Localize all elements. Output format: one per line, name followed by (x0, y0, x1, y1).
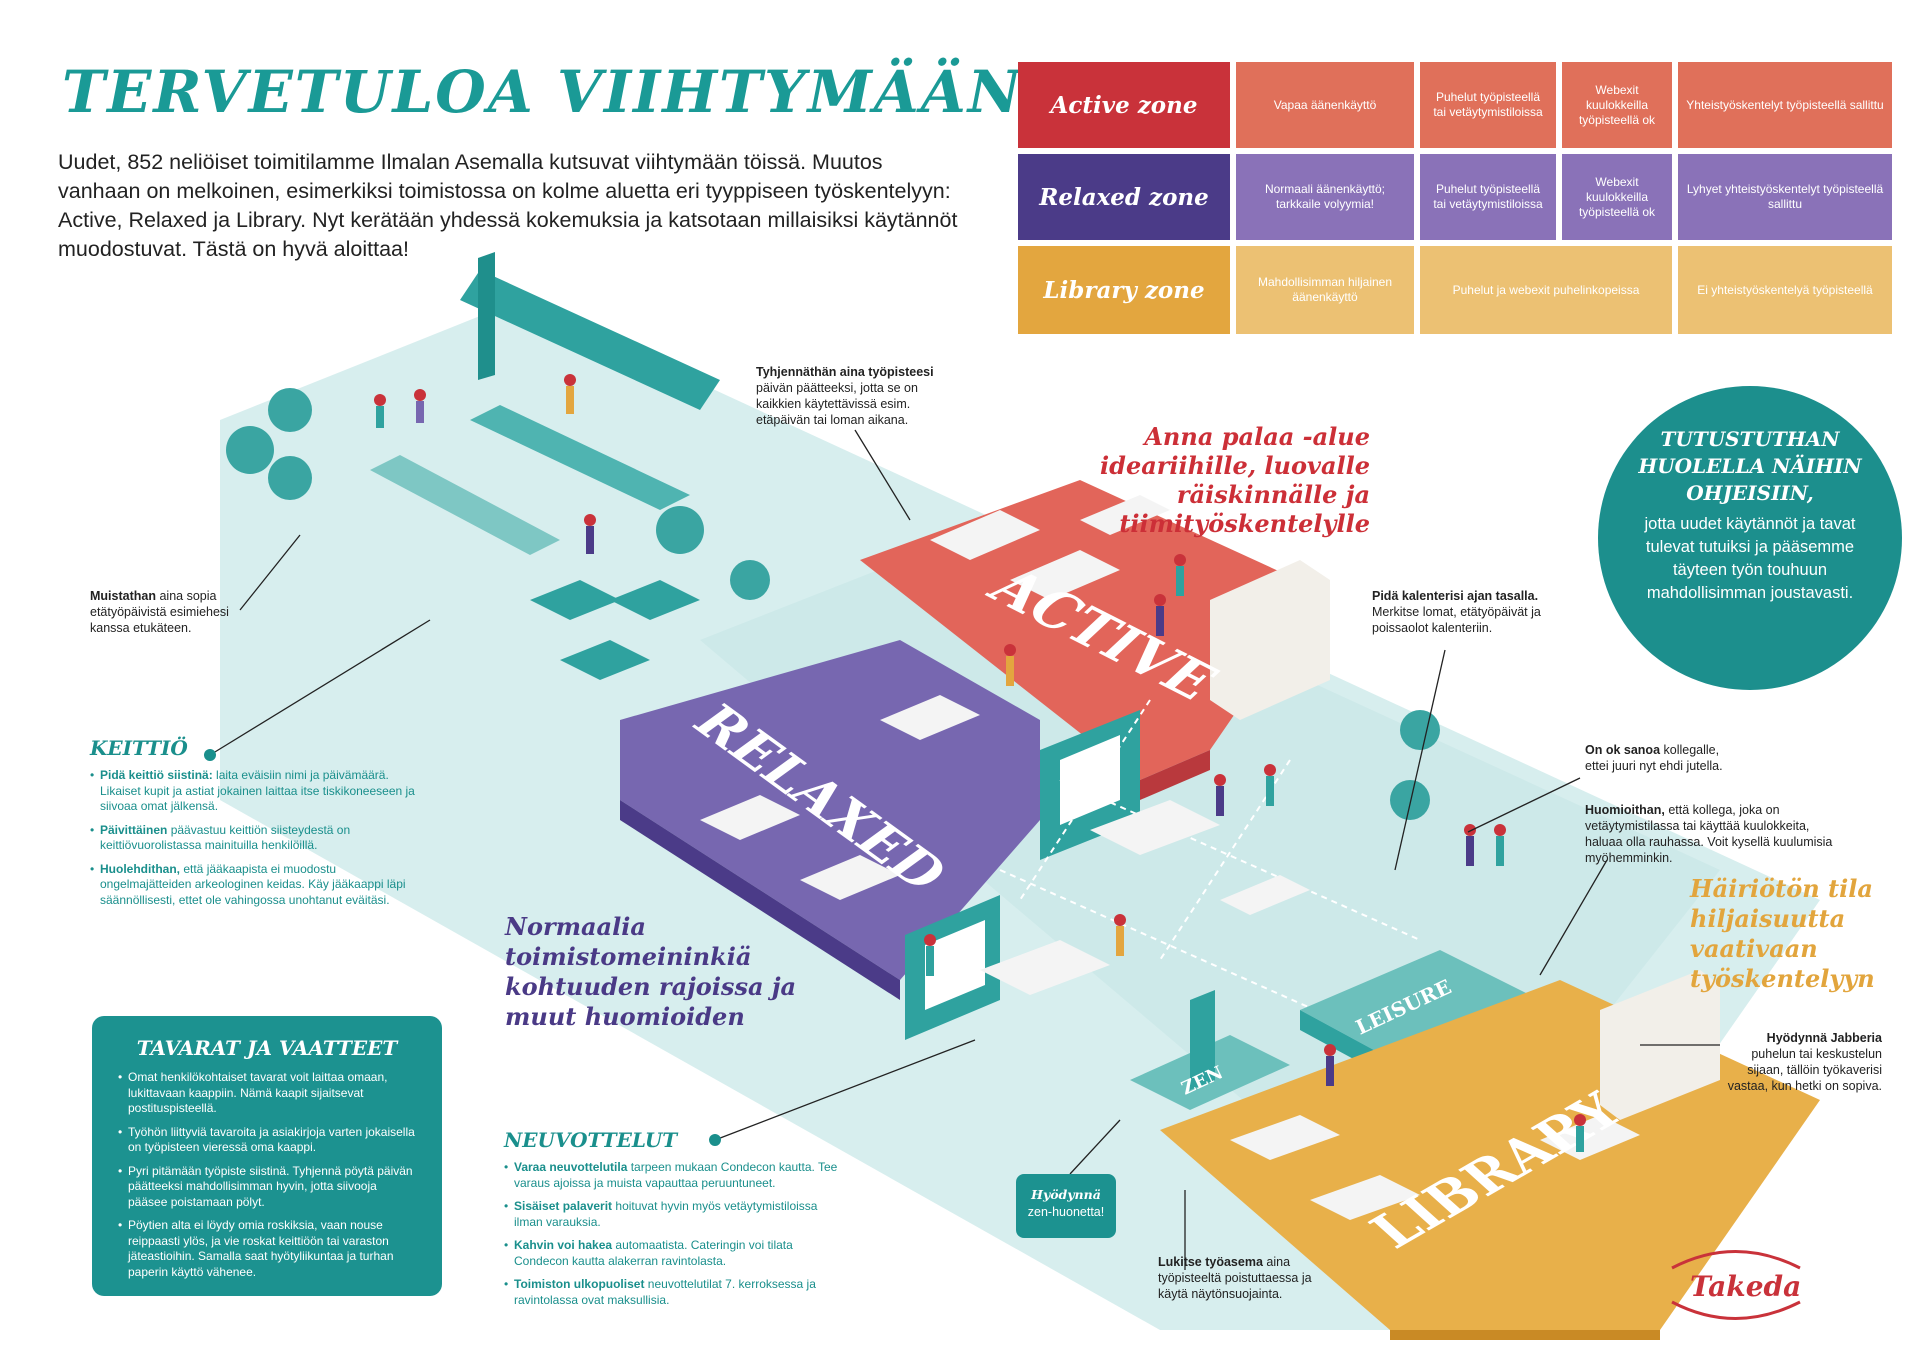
zen-room-wall (1190, 990, 1215, 1090)
relaxed-desk (880, 695, 980, 740)
zone-cell: Puhelut työpisteellä tai vetäytymistiloi… (1420, 154, 1556, 240)
library-desk (1540, 1115, 1640, 1160)
zone-cell: Yhteistyöskentelyt työpisteellä sallittu (1678, 62, 1892, 148)
circle-body: jotta uudet käytännöt ja tavat tulevat t… (1644, 515, 1856, 602)
kitchen-counter (470, 405, 690, 510)
zone-cell: Puhelut työpisteellä tai vetäytymistiloi… (1420, 62, 1556, 148)
leisure-platform (1300, 950, 1560, 1075)
callout-remote-days: Muistathan aina sopia etätyöpäivistä esi… (90, 589, 229, 635)
active-desk (930, 510, 1040, 560)
list-item: Työhön liittyviä tavaroita ja asiakirjoj… (118, 1125, 416, 1156)
callout-lock-workstation: Lukitse työasema aina työpisteeltä poist… (1158, 1255, 1312, 1301)
open-desk (1090, 800, 1220, 855)
active-desk (1010, 550, 1120, 600)
meetings-list: Varaa neuvottelutila tarpeen mukaan Cond… (504, 1160, 844, 1308)
meetings-title: NEUVOTTELUT (504, 1128, 678, 1152)
zone-cell: Lyhyet yhteistyöskentelyt työpisteellä s… (1678, 154, 1892, 240)
relaxed-slogan: Normaalia toimistomeininkiä kohtuuden ra… (505, 912, 797, 1031)
circle-heading: TUTUSTUTHAN HUOLELLA NÄIHIN OHJEISIIN, (1638, 427, 1862, 505)
tree (730, 560, 770, 600)
active-zone-lockers (1210, 560, 1330, 720)
active-desk (1080, 495, 1170, 535)
kitchen-title: KEITTIÖ (90, 736, 188, 760)
callout-dot (709, 1134, 721, 1146)
callout-ok-to-say: On ok sanoa kollegalle, ettei juuri nyt … (1585, 743, 1723, 773)
list-item: Toimiston ulkopuoliset neuvottelutilat 7… (504, 1277, 844, 1308)
zen-badge-line2: zen-huonetta! (1027, 1205, 1105, 1219)
library-slogan: Häiriötön tila hiljaisuutta vaativaan ty… (1690, 874, 1875, 993)
zone-cell: Puhelut ja webexit puhelinkopeissa (1420, 246, 1672, 334)
kitchen-list: Pidä keittiö siistinä: laita eväisiin ni… (90, 768, 430, 908)
meetings-section: NEUVOTTELUT Varaa neuvottelutila tarpeen… (504, 1128, 844, 1316)
relaxed-window (1060, 735, 1120, 825)
callout-clear-desk: Tyhjennäthän aina työpisteesi päivän pää… (756, 365, 934, 427)
library-desk (1310, 1175, 1420, 1220)
zone-rules-table: Active zone Vapaa äänenkäyttö Puhelut ty… (1018, 62, 1892, 334)
kitchen-counter-2 (370, 455, 560, 555)
floor-grid-lines (999, 699, 1421, 1031)
lounge-sofa (530, 580, 620, 620)
kitchen-wall (460, 270, 720, 410)
tree (268, 456, 312, 500)
people (374, 374, 1586, 1152)
list-item: Päivittäinen päävastuu keittiön siisteyd… (90, 823, 430, 854)
page-title: TERVETULOA VIIHTYMÄÄN! (62, 58, 1051, 126)
zone-cell: Webexit kuulokkeilla työpisteellä ok (1562, 154, 1672, 240)
active-slogan: Anna palaa -alue ideariihille, luovalle … (1100, 422, 1370, 538)
belongings-list: Omat henkilökohtaiset tavarat voit laitt… (118, 1070, 416, 1280)
list-item: Pidä keittiö siistinä: laita eväisiin ni… (90, 768, 430, 815)
callout-calendar: Pidä kalenterisi ajan tasalla. Merkitse … (1372, 589, 1541, 635)
guidelines-circle: TUTUSTUTHAN HUOLELLA NÄIHIN OHJEISIIN, j… (1598, 386, 1902, 690)
zone-cell: Mahdollisimman hiljainen äänenkäyttö (1236, 246, 1414, 334)
tree (1400, 710, 1440, 750)
intro-paragraph: Uudet, 852 neliöiset toimitilamme Ilmala… (58, 150, 958, 261)
relaxed-desk (700, 795, 800, 840)
callout-jabber: Hyödynnä Jabberia puhelun tai keskustelu… (1727, 1031, 1882, 1093)
kitchen-back-wall (478, 252, 495, 380)
belongings-box: TAVARAT JA VAATTEET Omat henkilökohtaise… (92, 1016, 442, 1296)
open-desk (1220, 875, 1310, 915)
takeda-logo: Takeda (1671, 1250, 1801, 1320)
zen-badge-line1: Hyödynnä (1031, 1187, 1101, 1202)
open-desk (980, 940, 1110, 995)
zone-cell: Normaali äänenkäyttö; tarkkaile volyymia… (1236, 154, 1414, 240)
library-zone-side (1390, 1330, 1660, 1340)
tree (1390, 780, 1430, 820)
callout-dot (204, 749, 216, 761)
list-item: Pöytien alta ei löydy omia roskiksia, va… (118, 1218, 416, 1280)
active-zone-side (1140, 750, 1210, 800)
relaxed-zone-side (620, 800, 900, 1000)
lounge-sofa (610, 580, 700, 620)
relaxed-window-2 (925, 920, 985, 1010)
tree (226, 426, 274, 474)
list-item: Huolehdithan, että jääkaapista ei muodos… (90, 862, 430, 909)
tree (656, 506, 704, 554)
callout-headphones: Huomioithan, että kollega, joka on vetäy… (1585, 803, 1833, 865)
zen-room-badge: Hyödynnä zen-huonetta! (1016, 1174, 1116, 1238)
list-item: Kahvin voi hakea automaatista. Cateringi… (504, 1238, 844, 1269)
active-zone-heading: Active zone (1018, 62, 1230, 148)
library-zone-heading: Library zone (1018, 246, 1230, 334)
list-item: Sisäiset palaverit hoituvat hyvin myös v… (504, 1199, 844, 1230)
takeda-logo-text: Takeda (1690, 1270, 1801, 1303)
belongings-title: TAVARAT JA VAATTEET (136, 1036, 398, 1060)
tree (268, 388, 312, 432)
list-item: Varaa neuvottelutila tarpeen mukaan Cond… (504, 1160, 844, 1191)
relaxed-zone-heading: Relaxed zone (1018, 154, 1230, 240)
list-item: Pyri pitämään työpiste siistinä. Tyhjenn… (118, 1164, 416, 1211)
kitchen-section: KEITTIÖ Pidä keittiö siistinä: laita evä… (90, 736, 430, 916)
zone-cell: Webexit kuulokkeilla työpisteellä ok (1562, 62, 1672, 148)
zone-cell: Vapaa äänenkäyttö (1236, 62, 1414, 148)
lounge-sofa (560, 640, 650, 680)
zone-cell: Ei yhteistyöskentelyä työpisteellä (1678, 246, 1892, 334)
relaxed-desk (800, 855, 900, 900)
list-item: Omat henkilökohtaiset tavarat voit laitt… (118, 1070, 416, 1117)
library-desk (1230, 1115, 1340, 1160)
callout-lines (209, 429, 1720, 1270)
